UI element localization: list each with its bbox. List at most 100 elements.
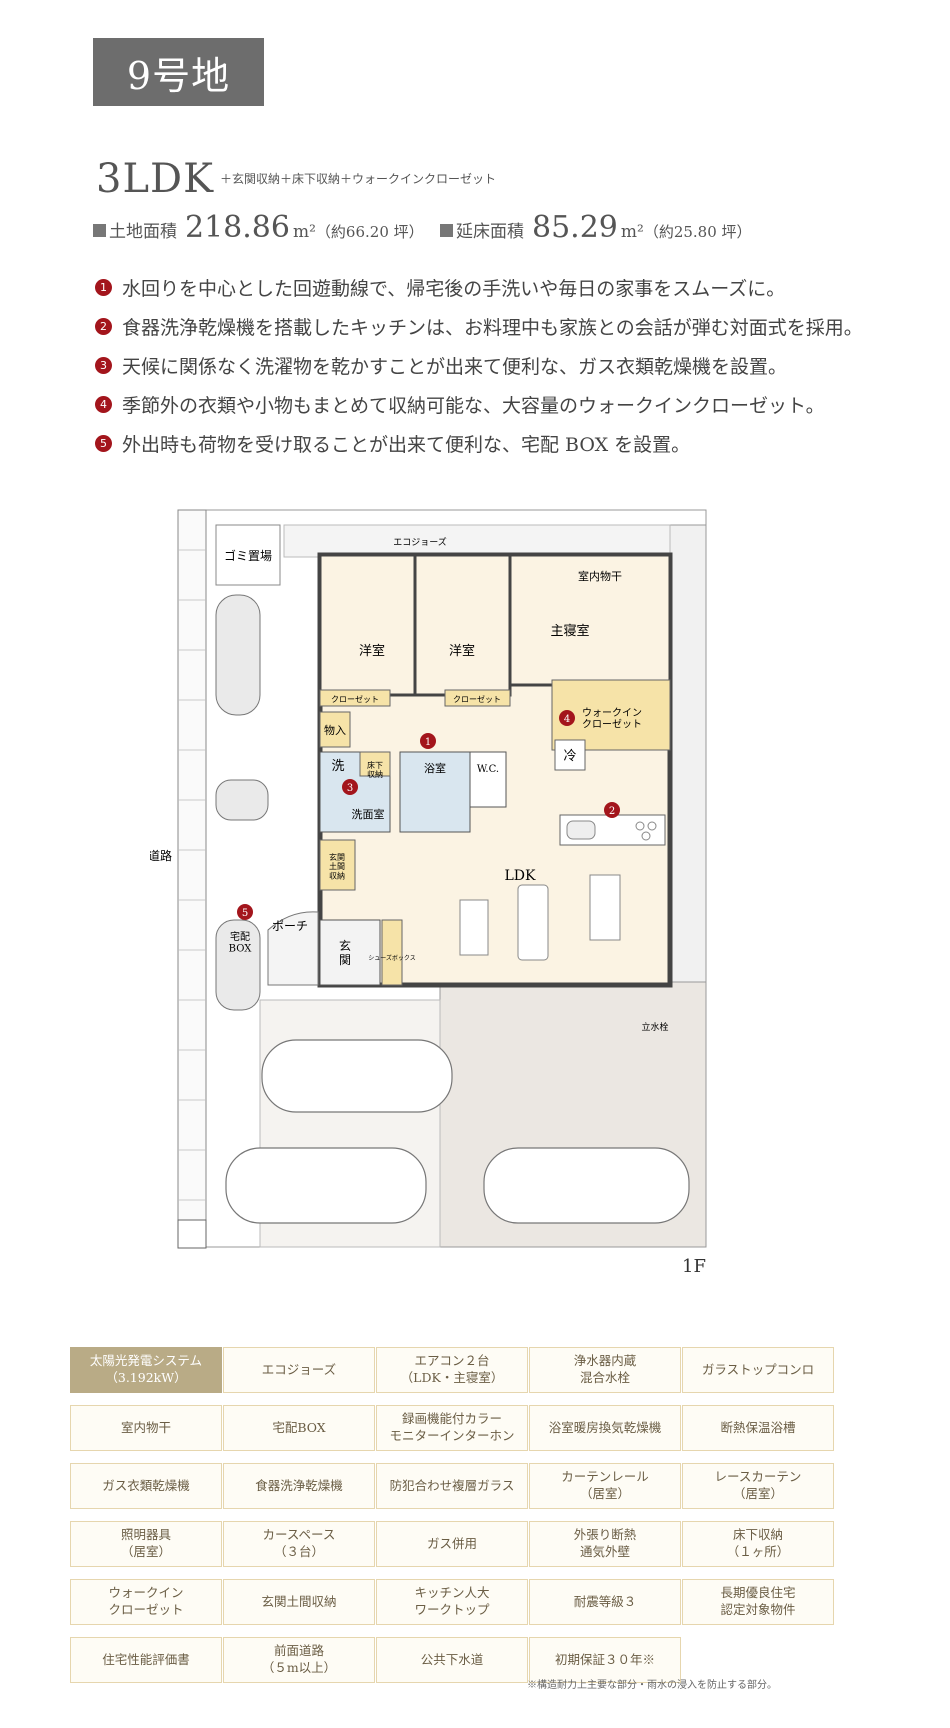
point-number: 3 [95, 357, 112, 374]
feature-tile: エコジョーズ [223, 1347, 375, 1393]
feature-tile: ガス併用 [376, 1521, 528, 1567]
master-bedroom [508, 553, 672, 687]
square-bullet-icon [440, 224, 453, 237]
square-bullet-icon [93, 224, 106, 237]
feature-tile: キッチン人大 ワークトップ [376, 1579, 528, 1625]
feature-tile: 床下収納 （１ヶ所） [682, 1521, 834, 1567]
closet-1-label: クローゼット [331, 694, 379, 704]
road-label: 道路 [150, 848, 172, 863]
bath-label: 浴室 [424, 761, 446, 775]
point-item: 4 季節外の衣類や小物もまとめて収納可能な、大容量のウォークインクローゼット。 [95, 385, 945, 424]
point-number: 5 [95, 435, 112, 452]
cars [225, 1039, 690, 1224]
fridge [554, 739, 586, 771]
wc-label: W.C. [477, 764, 499, 775]
feature-tile: 外張り断熱 通気外壁 [529, 1521, 681, 1567]
sofa [517, 884, 549, 961]
feature-tile: 室内物干 [70, 1405, 222, 1451]
marker-4 [559, 710, 575, 726]
ecojozu-label: エコジョーズ [393, 536, 447, 548]
feature-tile: 食器洗浄乾燥機 [223, 1463, 375, 1509]
floor-area-value: 85.29 [532, 210, 618, 245]
laundry-label: 洗 [331, 759, 344, 774]
lot-number-tag: 9号地 [93, 38, 264, 106]
point-number: 4 [95, 396, 112, 413]
plan-markers: 1 2 3 4 5 [237, 710, 620, 920]
land-area: 土地面積 218.86 m² （約66.20 坪） [93, 210, 424, 245]
underfloor-storage [359, 751, 391, 777]
floor-plan: ゴミ置場 エコジョーズ 室内物干 洋室 洋室 主寝室 クローゼット [150, 509, 707, 1249]
point-number: 1 [95, 279, 112, 296]
land-area-unit: m² [292, 222, 316, 242]
feature-tile: 照明器具 （居室） [70, 1521, 222, 1567]
porch-label: ポーチ [272, 919, 308, 933]
feature-tile: ガス衣類乾燥機 [70, 1463, 222, 1509]
point-text: 水回りを中心とした回遊動線で、帰宅後の手洗いや毎日の家事をスムーズに。 [122, 278, 786, 300]
post [177, 1219, 207, 1249]
wic-label: ウォークインクローゼット [582, 707, 642, 731]
entrance-label: 玄関 [339, 938, 351, 967]
feature-tile: 浄水器内蔵 混合水栓 [529, 1347, 681, 1393]
closet-1 [319, 689, 391, 707]
plan-type: 3LDK [96, 156, 214, 202]
bathroom [399, 751, 471, 833]
garbage-label: ゴミ置場 [224, 548, 272, 563]
floor-area: 延床面積 85.29 m² （約25.80 坪） [440, 210, 752, 245]
room-1-label: 洋室 [359, 643, 385, 659]
feature-tile: 前面道路 （５m以上） [223, 1637, 375, 1683]
storage-label: 物入 [324, 723, 346, 737]
feature-tile: 住宅性能評価書 [70, 1637, 222, 1683]
garden-shrubs [215, 594, 269, 1011]
point-item: 1 水回りを中心とした回遊動線で、帰宅後の手洗いや毎日の家事をスムーズに。 [95, 268, 945, 307]
gravel-border [669, 524, 707, 986]
feature-tile: 長期優良住宅 認定対象物件 [682, 1579, 834, 1625]
svg-text:1: 1 [425, 737, 431, 748]
road-tiles [178, 549, 206, 1201]
svg-text:4: 4 [564, 714, 570, 725]
land-area-tsubo: （約66.20 坪） [315, 223, 424, 241]
svg-text:5: 5 [242, 908, 248, 919]
faucet-label: 立水栓 [641, 1021, 668, 1033]
road-strip [177, 509, 207, 1221]
marker-5 [237, 904, 253, 920]
washroom-label: 洗面室 [352, 807, 385, 821]
shoe-box [381, 919, 403, 986]
entrance-storage [319, 839, 356, 891]
land-area-value: 218.86 [185, 210, 290, 245]
room-1 [318, 553, 417, 697]
svg-text:3: 3 [347, 783, 353, 794]
feature-tile: ウォークイン クローゼット [70, 1579, 222, 1625]
entrance-hall [319, 919, 381, 986]
feature-tile: カースペース （３台） [223, 1521, 375, 1567]
porch [267, 911, 319, 986]
svg-text:2: 2 [609, 806, 615, 817]
point-text: 季節外の衣類や小物もまとめて収納可能な、大容量のウォークインクローゼット。 [122, 395, 825, 417]
indoor-dry-label: 室内物干 [578, 569, 622, 583]
marker-1 [420, 733, 436, 749]
master-label: 主寝室 [550, 623, 589, 639]
feature-tile: 耐震等級３ [529, 1579, 681, 1625]
garbage-area [215, 524, 281, 586]
feature-tile: 断熱保温浴槽 [682, 1405, 834, 1451]
feature-tile: 公共下水道 [376, 1637, 528, 1683]
underfloor-label: 床下収納 [367, 760, 383, 779]
floor-area-unit: m² [620, 222, 644, 242]
low-table [459, 899, 489, 956]
feature-tile: レースカーテン （居室） [682, 1463, 834, 1509]
floor-area-tsubo: （約25.80 坪） [643, 223, 752, 241]
feature-tile: 初期保証３０年※ [529, 1637, 681, 1683]
room-2-label: 洋室 [449, 643, 475, 659]
feature-tile: 太陽光発電システム （3.192kW） [70, 1347, 222, 1393]
feature-tile: エアコン２台 （LDK・主寝室） [376, 1347, 528, 1393]
gravel-top [283, 524, 671, 558]
fridge-label: 冷 [563, 749, 576, 764]
footnote: ※構造耐力上主要な部分・雨水の浸入を防止する部分。 [527, 1680, 777, 1691]
entrance-storage-label: 玄関土間収納 [329, 852, 345, 880]
feature-tile: 宅配BOX [223, 1405, 375, 1451]
point-number: 2 [95, 318, 112, 335]
wc [469, 751, 507, 808]
stove [635, 821, 645, 831]
